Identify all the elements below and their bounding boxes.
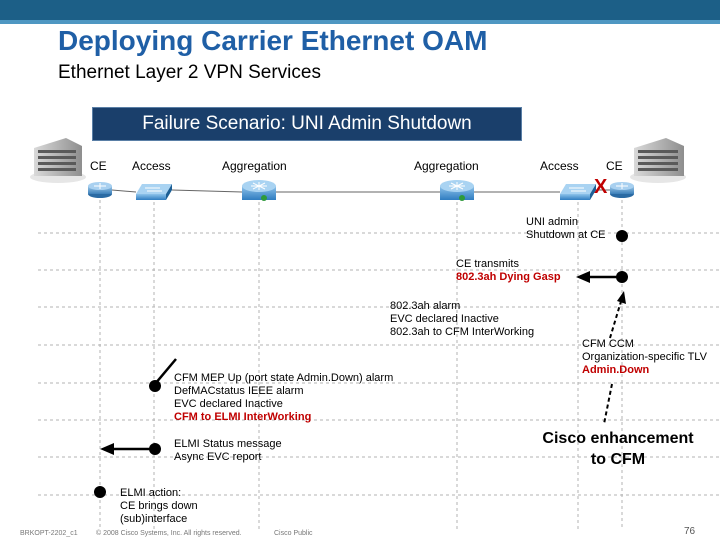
note-cfm-mep-up: CFM MEP Up (port state Admin.Down) alarm…	[174, 372, 394, 423]
slide-title: Deploying Carrier Ethernet OAM	[58, 25, 488, 56]
device-lifelines	[99, 200, 623, 530]
page-number: 76	[684, 526, 696, 537]
device-label-ce-right: CE	[606, 159, 623, 173]
cisco-enhancement-pointer	[603, 383, 613, 425]
note-elmi-status: ELMI Status message Async EVC report	[174, 438, 282, 463]
footer-session-id: BRKOPT-2202_c1	[20, 530, 78, 537]
device-label-access-left: Access	[132, 159, 171, 173]
top-banner	[0, 0, 720, 20]
elmi-status-arrow	[100, 443, 161, 455]
event-uni-shutdown-marker	[616, 230, 628, 242]
device-label-aggregation-left: Aggregation	[222, 159, 287, 173]
slide-subtitle: Ethernet Layer 2 VPN Services	[58, 62, 321, 83]
device-label-ce-left: CE	[90, 159, 107, 173]
footer-classification: Cisco Public	[274, 530, 313, 537]
device-label-aggregation-right: Aggregation	[414, 159, 479, 173]
access-switch-right-icon	[560, 184, 596, 200]
device-label-access-right: Access	[540, 159, 579, 173]
note-uni-admin-shutdown: UNI admin Shutdown at CE	[526, 216, 606, 241]
ce-router-left-icon	[88, 182, 112, 198]
aggregation-switch-right-icon	[440, 180, 474, 201]
aggregation-switch-left-icon	[242, 180, 276, 201]
failure-x-icon: X	[594, 176, 608, 198]
note-cfm-ccm: CFM CCM Organization-specific TLV Admin.…	[582, 338, 707, 376]
cisco-enhancement-callout: Cisco enhancement to CFM	[542, 430, 694, 468]
event-elmi-action-marker	[94, 486, 106, 498]
dying-gasp-arrow	[576, 271, 628, 283]
access-switch-left-icon	[136, 184, 172, 200]
cfm-ccm-dashed-arrow	[609, 291, 626, 339]
top-banner-stripe	[0, 20, 720, 24]
building-left-icon	[30, 138, 86, 183]
note-elmi-action: ELMI action: CE brings down (sub)interfa…	[120, 487, 198, 525]
footer-copyright: © 2008 Cisco Systems, Inc. All rights re…	[96, 530, 242, 537]
scenario-banner: Failure Scenario: UNI Admin Shutdown	[92, 107, 522, 141]
network-links	[111, 189, 610, 193]
note-ce-transmits: CE transmits 802.3ah Dying Gasp	[456, 258, 561, 283]
note-8023ah-alarm: 802.3ah alarm EVC declared Inactive 802.…	[390, 300, 535, 338]
building-right-icon	[630, 138, 686, 183]
ce-router-right-icon	[610, 182, 634, 198]
cfm-mep-diagonal-arrow	[149, 358, 177, 392]
